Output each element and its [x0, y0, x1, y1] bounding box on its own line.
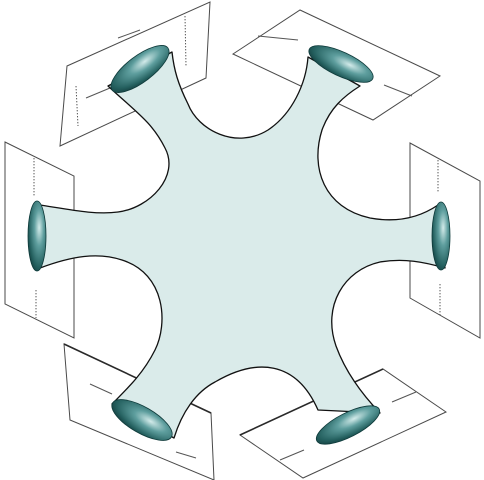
boundary-disc-top-left [110, 45, 170, 93]
boundary-disc-left [27, 200, 47, 272]
boundary-disc-right [431, 201, 451, 271]
boundary-disc-bottom-left [111, 399, 173, 441]
boundary-disc-top-right [308, 45, 374, 83]
boundary-disc-bottom-right [315, 405, 381, 445]
